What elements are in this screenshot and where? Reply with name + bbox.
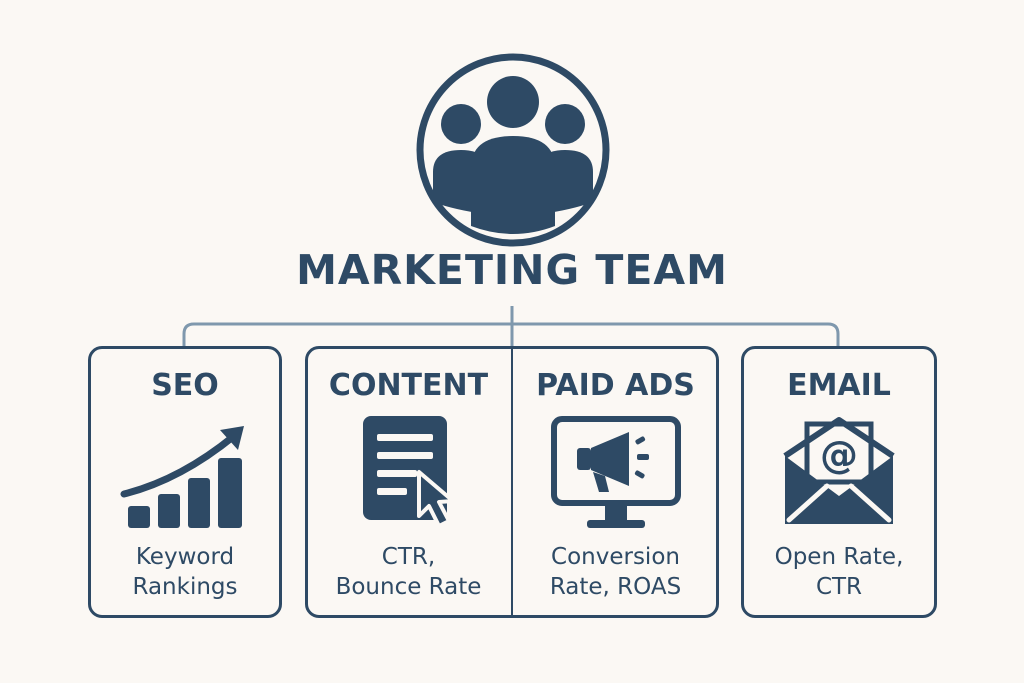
metric-line: Open Rate, xyxy=(774,544,904,570)
metric-line: Rate, ROAS xyxy=(549,574,682,600)
metric-line: Bounce Rate xyxy=(335,574,482,600)
svg-text:@: @ xyxy=(820,433,858,477)
channel-title: SEO xyxy=(151,368,219,403)
seo-card xyxy=(88,346,282,618)
channel-paid-ads: PAID ADS Conversion Rate, ROAS xyxy=(512,346,719,618)
document-cursor-icon xyxy=(362,416,455,528)
channel-metrics: CTR, Bounce Rate xyxy=(305,542,512,602)
team-group-icon xyxy=(416,53,610,247)
metric-line: CTR, xyxy=(381,544,436,570)
channel-title: EMAIL xyxy=(787,368,891,403)
channel-email: EMAIL @ Open Rate, CTR xyxy=(741,346,937,618)
channel-content: CONTENT CTR, Bounce Rate xyxy=(305,346,512,618)
channel-metrics: Conversion Rate, ROAS xyxy=(512,542,719,602)
channel-seo: SEO Keyword Rankings xyxy=(88,346,282,618)
metric-line: Rankings xyxy=(132,574,238,600)
metric-line: Conversion xyxy=(551,544,680,570)
channel-metrics: Open Rate, CTR xyxy=(741,542,937,602)
card-divider xyxy=(511,348,513,616)
channel-title: PAID ADS xyxy=(536,368,695,403)
metric-line: Keyword xyxy=(135,544,235,570)
team-title: MARKETING TEAM xyxy=(296,246,728,294)
envelope-at-icon: @ xyxy=(783,417,895,524)
monitor-megaphone-icon xyxy=(550,416,681,528)
channel-metrics: Keyword Rankings xyxy=(88,542,282,602)
bar-chart-growth-icon xyxy=(120,426,244,528)
metric-line: CTR xyxy=(815,574,863,600)
channel-title: CONTENT xyxy=(328,368,489,403)
